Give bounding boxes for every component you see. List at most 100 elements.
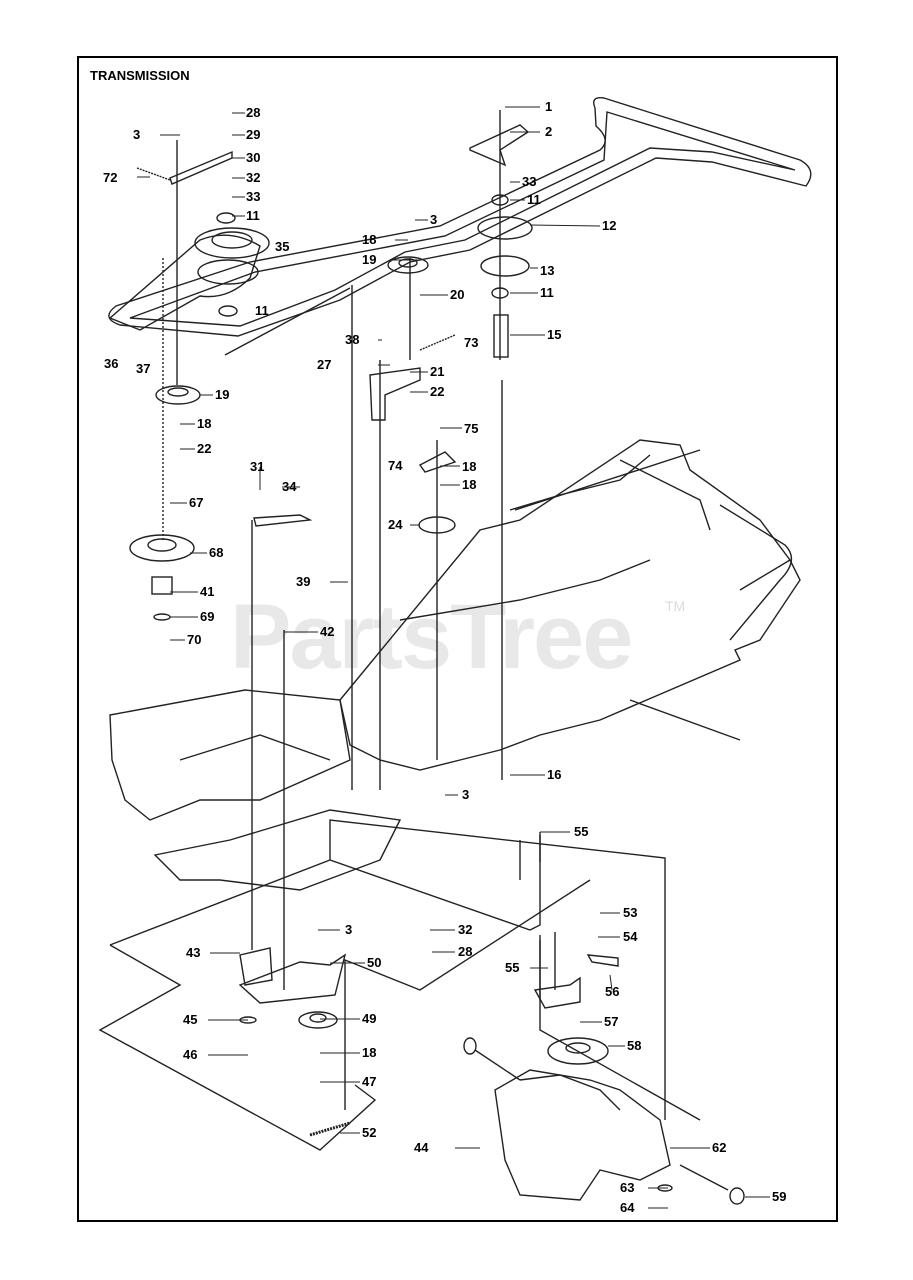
callout-72: 72 bbox=[103, 170, 118, 185]
handle-bar bbox=[719, 504, 793, 641]
callout-1: 1 bbox=[545, 99, 553, 114]
callout-35: 35 bbox=[275, 239, 290, 254]
axle-right bbox=[679, 1164, 729, 1191]
callout-12: 12 bbox=[602, 218, 617, 233]
callout-67: 67 bbox=[189, 495, 204, 510]
callout-24: 24 bbox=[388, 517, 403, 532]
watermark-tm: TM bbox=[665, 598, 686, 614]
callout-16: 16 bbox=[547, 767, 562, 782]
callout-34: 34 bbox=[282, 479, 297, 494]
bearing-11a bbox=[216, 212, 236, 224]
callout-18: 18 bbox=[362, 1045, 377, 1060]
callout-11: 11 bbox=[527, 192, 541, 207]
watermark: PartsTree bbox=[230, 586, 633, 688]
callout-20: 20 bbox=[450, 287, 465, 302]
callout-28: 28 bbox=[246, 105, 261, 120]
callout-27: 27 bbox=[317, 357, 332, 372]
bearing-11d bbox=[491, 287, 509, 299]
callout-52: 52 bbox=[362, 1125, 377, 1140]
callout-49: 49 bbox=[362, 1011, 377, 1026]
callout-69: 69 bbox=[200, 609, 215, 624]
callout-74: 74 bbox=[388, 458, 403, 473]
pulley-58 bbox=[547, 1037, 609, 1065]
callout-32: 32 bbox=[458, 922, 473, 937]
callout-22: 22 bbox=[197, 441, 212, 456]
arm-21 bbox=[369, 367, 421, 421]
deck-plate bbox=[109, 689, 351, 821]
callout-58: 58 bbox=[627, 1038, 642, 1053]
idler-arm-30 bbox=[169, 150, 233, 185]
callout-42: 42 bbox=[320, 624, 335, 639]
callout-54: 54 bbox=[623, 929, 638, 944]
drive-belt-inner bbox=[129, 111, 796, 327]
callout-2: 2 bbox=[545, 124, 553, 139]
callout-19: 19 bbox=[215, 387, 230, 402]
callout-47: 47 bbox=[362, 1074, 377, 1089]
pto-belt bbox=[108, 234, 261, 331]
callout-39: 39 bbox=[296, 574, 311, 589]
callout-11: 11 bbox=[255, 303, 269, 318]
callout-33: 33 bbox=[522, 174, 537, 189]
callout-53: 53 bbox=[623, 905, 638, 920]
lever-34 bbox=[253, 514, 313, 527]
bearing-11b bbox=[218, 305, 238, 317]
pulley-13 bbox=[480, 255, 530, 277]
spring-72 bbox=[136, 167, 171, 181]
plate-50 bbox=[238, 953, 347, 1004]
callout-45: 45 bbox=[183, 1012, 198, 1027]
callout-19: 19 bbox=[362, 252, 377, 267]
callout-13: 13 bbox=[540, 263, 555, 278]
callout-21: 21 bbox=[430, 364, 445, 379]
callout-63: 63 bbox=[620, 1180, 635, 1195]
callout-70: 70 bbox=[187, 632, 202, 647]
pulley-12 bbox=[477, 216, 533, 240]
callout-44: 44 bbox=[414, 1140, 429, 1155]
callout-18: 18 bbox=[462, 459, 477, 474]
axle-rod bbox=[514, 449, 701, 511]
callout-33: 33 bbox=[246, 189, 261, 204]
spring-52 bbox=[309, 1121, 351, 1137]
callout-75: 75 bbox=[464, 421, 479, 436]
callout-55: 55 bbox=[505, 960, 520, 975]
callout-31: 31 bbox=[250, 459, 265, 474]
callout-3: 3 bbox=[345, 922, 353, 937]
diagram-frame bbox=[77, 56, 838, 1222]
callout-64: 64 bbox=[620, 1200, 635, 1215]
callout-15: 15 bbox=[547, 327, 562, 342]
callout-46: 46 bbox=[183, 1047, 198, 1062]
callout-32: 32 bbox=[246, 170, 261, 185]
callout-18: 18 bbox=[197, 416, 212, 431]
callout-3: 3 bbox=[133, 127, 141, 142]
callout-18: 18 bbox=[462, 477, 477, 492]
mount-bracket bbox=[533, 976, 581, 1009]
pulley-49 bbox=[298, 1011, 338, 1029]
callout-50: 50 bbox=[367, 955, 382, 970]
callout-57: 57 bbox=[604, 1014, 619, 1029]
callout-11: 11 bbox=[246, 208, 260, 223]
drive-belt bbox=[108, 97, 812, 337]
callout-59: 59 bbox=[772, 1189, 787, 1204]
callout-18: 18 bbox=[362, 232, 377, 247]
callout-36: 36 bbox=[104, 356, 119, 371]
callout-41: 41 bbox=[200, 584, 215, 599]
bearing-11c bbox=[491, 194, 509, 206]
spring-73 bbox=[419, 334, 456, 351]
pulley-lower-35 bbox=[197, 259, 259, 285]
bracket-2 bbox=[469, 124, 530, 167]
pulley-35 bbox=[194, 227, 270, 259]
callout-29: 29 bbox=[246, 127, 261, 142]
callout-37: 37 bbox=[136, 361, 151, 376]
callout-43: 43 bbox=[186, 945, 201, 960]
bracket-56 bbox=[586, 954, 619, 967]
spacer-41 bbox=[151, 576, 173, 595]
transaxle bbox=[494, 1069, 671, 1201]
callout-11: 11 bbox=[540, 285, 554, 300]
callout-55: 55 bbox=[574, 824, 589, 839]
callout-22: 22 bbox=[430, 384, 445, 399]
callout-68: 68 bbox=[209, 545, 224, 560]
callout-3: 3 bbox=[430, 212, 438, 227]
bracket-43 bbox=[239, 947, 273, 986]
callout-28: 28 bbox=[458, 944, 473, 959]
chassis-frame bbox=[339, 439, 801, 771]
